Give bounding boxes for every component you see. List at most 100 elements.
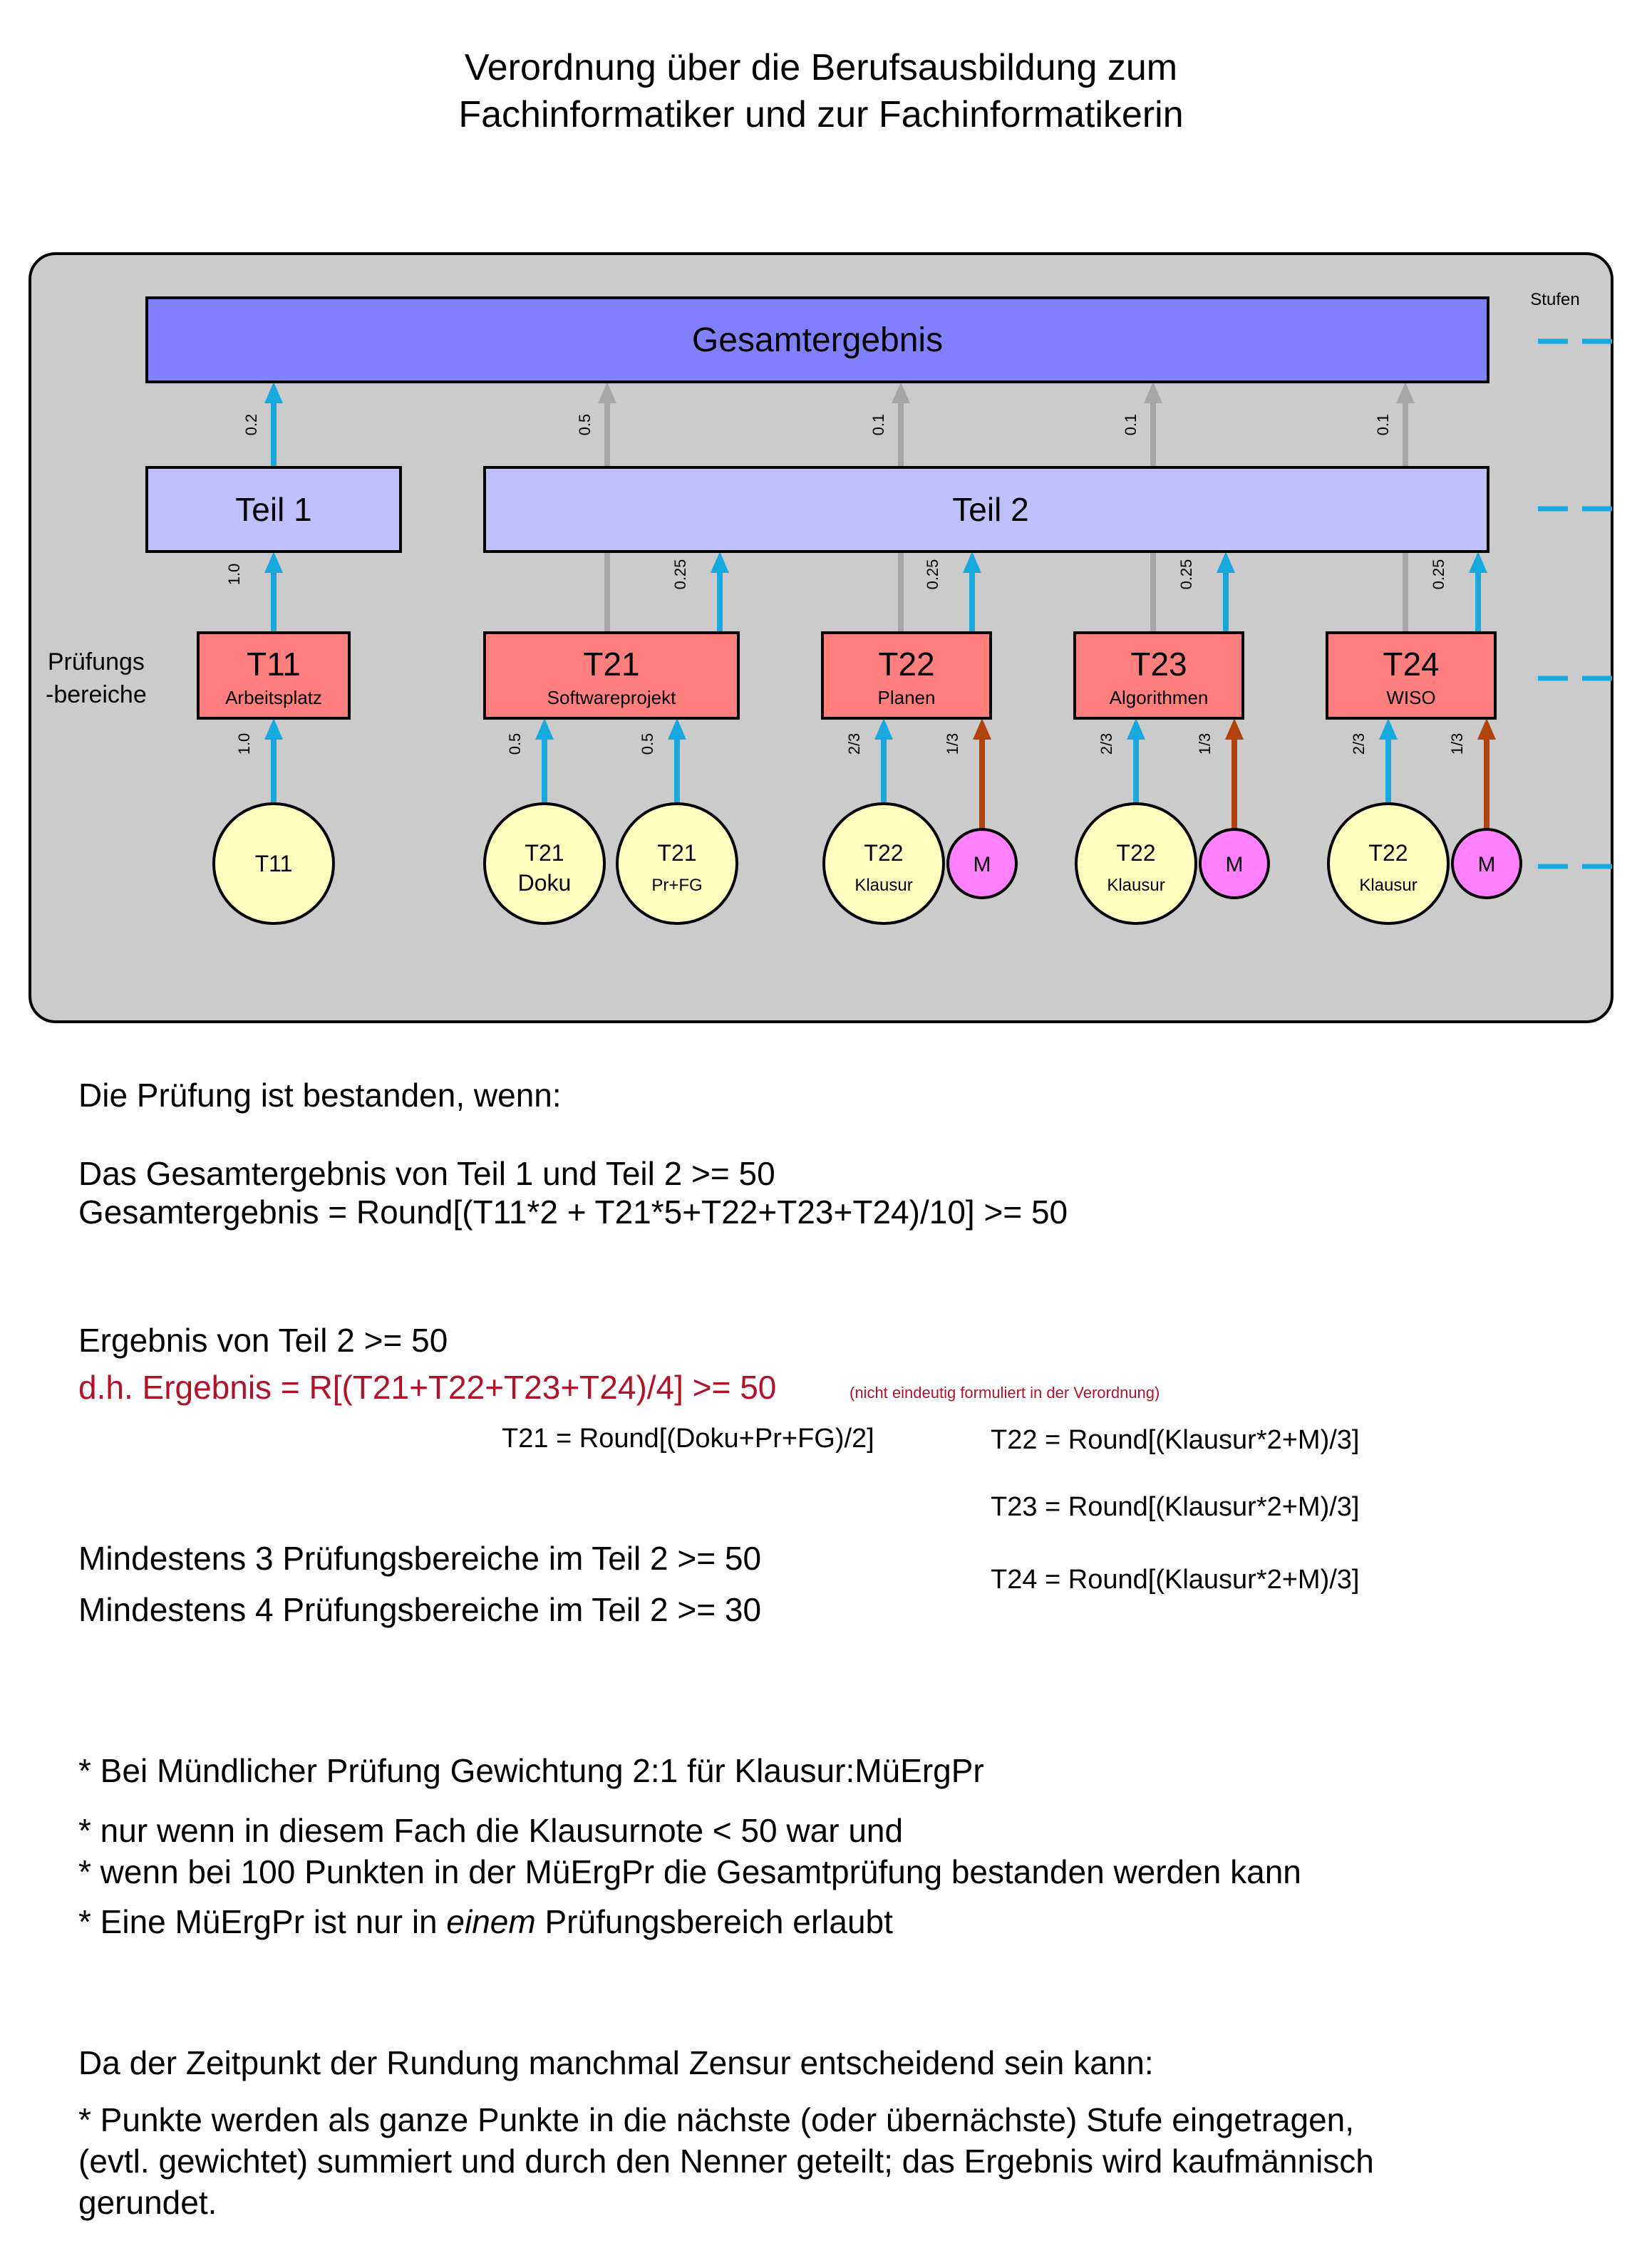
weight-top-label: 0.1	[1122, 414, 1140, 436]
bestanden-heading: Die Prüfung ist bestanden, wenn:	[78, 1077, 562, 1114]
arrow-to-teil	[264, 552, 283, 633]
circle-shape	[1451, 828, 1522, 899]
arrow-to-teil	[1469, 552, 1487, 633]
arrow-to-pruefungsbereich	[668, 718, 686, 804]
pruefungsbereich-code: T21	[583, 646, 639, 683]
pruefungsbereich-box	[821, 631, 992, 720]
circle-sublabel: Doku	[518, 870, 572, 896]
circle-label: T21	[657, 840, 696, 866]
circle-shape	[1075, 802, 1197, 925]
arrow-to-pruefungsbereich	[264, 718, 283, 804]
weight-top-label: 0.1	[1374, 414, 1392, 436]
arrow-to-gesamtergebnis	[598, 382, 616, 467]
circle-sublabel: Klausur	[1359, 876, 1417, 895]
pruefungsbereich-name: Arbeitsplatz	[225, 687, 322, 708]
pruefungsbereiche-label: Prüfungs -bereiche	[46, 646, 147, 711]
muendlich-3: * wenn bei 100 Punkten in der MüErgPr di…	[78, 1853, 1301, 1890]
arrow-to-pruefungsbereich	[535, 718, 554, 804]
pruefungsbereiche-label-line2: -bereiche	[46, 681, 147, 708]
formula-t24: T24 = Round[(Klausur*2+M)/3]	[991, 1565, 1360, 1595]
teil2-formula: d.h. Ergebnis = R[(T21+T22+T23+T24)/4] >…	[78, 1369, 777, 1406]
gesamtergebnis-box	[145, 296, 1489, 383]
weight-mid-label: 0.25	[671, 559, 689, 590]
weight-mid-label: 0.25	[1430, 559, 1447, 590]
pruefungsbereich-box	[1326, 631, 1497, 720]
weight-bottom-label: 1.0	[235, 733, 253, 755]
weight-mid-label: 0.25	[924, 559, 941, 590]
title-line-1: Verordnung über die Berufsausbildung zum	[464, 47, 1178, 88]
muendlich-4-emph: einem	[446, 1903, 536, 1940]
weight-bottom-label: 2/3	[1098, 733, 1115, 755]
weight-mid-label: 1.0	[225, 564, 243, 586]
exam-structure-diagram: Gesamtergebnis Teil 1 Teil 2 T11Arbeitsp…	[145, 290, 1612, 925]
weight-bottom-label: 0.5	[506, 733, 524, 755]
weight-bottom-label: 1/3	[1196, 733, 1214, 755]
arrow-to-pruefungsbereich	[973, 718, 991, 832]
pruefungsbereiche-label-line1: Prüfungs	[47, 648, 145, 675]
circle-label: M	[1226, 853, 1244, 876]
arrow-to-teil	[711, 552, 729, 633]
muendlich-1: * Bei Mündlicher Prüfung Gewichtung 2:1 …	[78, 1752, 984, 1789]
arrow-to-pruefungsbereich	[1477, 718, 1496, 832]
arrow-to-gesamtergebnis	[264, 382, 283, 467]
pruefungsbereich-name: WISO	[1386, 687, 1435, 708]
circle-label: M	[1478, 853, 1496, 876]
stufen-dashes	[1538, 338, 1612, 869]
arrow-to-pruefungsbereich	[1225, 718, 1244, 832]
rundung-line-2: (evtl. gewichtet) summiert und durch den…	[78, 2143, 1374, 2180]
circle-shape	[1199, 828, 1270, 899]
rundung-line-1: * Punkte werden als ganze Punkte in die …	[78, 2101, 1355, 2138]
weight-bottom-label: 1/3	[1448, 733, 1466, 755]
arrow-to-teil	[963, 552, 981, 633]
arrow-to-teil	[1217, 552, 1235, 633]
muendlich-4-c: Prüfungsbereich erlaubt	[535, 1903, 893, 1940]
muendlich-2: * nur wenn in diesem Fach die Klausurnot…	[78, 1812, 904, 1849]
circle-label: T22	[1116, 840, 1155, 866]
circle-shape	[616, 802, 738, 925]
pruefungsbereich-box	[1073, 631, 1244, 720]
pruefungsbereich-box	[483, 631, 740, 720]
arrow-to-pruefungsbereich	[1379, 718, 1398, 804]
weight-top-label: 0.1	[869, 414, 887, 436]
gesamtergebnis-label: Gesamtergebnis	[692, 321, 943, 359]
arrow-to-gesamtergebnis	[1396, 382, 1415, 467]
teil2-label: Teil 2	[952, 491, 1028, 528]
mindestens-4: Mindestens 4 Prüfungsbereiche im Teil 2 …	[78, 1591, 762, 1628]
pruefungsbereich-name: Planen	[878, 687, 936, 708]
circle-shape	[212, 802, 335, 925]
page-title: Verordnung über die Berufsausbildung zum…	[0, 44, 1642, 138]
weight-bottom-label: 1/3	[944, 733, 961, 755]
circle-label: T21	[525, 840, 564, 866]
weight-bottom-label: 0.5	[639, 733, 656, 755]
pruefungsbereich-code: T23	[1130, 646, 1187, 683]
rundung-line-3: gerundet.	[78, 2184, 217, 2221]
circle-label: T11	[255, 851, 293, 876]
input-circle: T11	[212, 802, 335, 925]
teil2-note: (nicht eindeutig formuliert in der Veror…	[850, 1384, 1160, 1402]
circle-sublabel: Klausur	[854, 876, 912, 895]
circle-label: M	[974, 853, 991, 876]
formula-t21: T21 = Round[(Doku+Pr+FG)/2]	[502, 1424, 874, 1454]
muendlich-circle: M	[946, 828, 1018, 899]
formula-t22: T22 = Round[(Klausur*2+M)/3]	[991, 1425, 1360, 1455]
weight-top-label: 0.5	[576, 414, 594, 436]
circle-shape	[1327, 802, 1450, 925]
formula-t23: T23 = Round[(Klausur*2+M)/3]	[991, 1492, 1360, 1522]
pruefungsbereiche-boxes: T11ArbeitsplatzT21SoftwareprojektT22Plan…	[197, 631, 1497, 720]
circle-shape	[822, 802, 945, 925]
arrow-to-gesamtergebnis	[1144, 382, 1162, 467]
pruefungsbereich-name: Softwareprojekt	[547, 687, 676, 708]
pruefungsbereich-code: T11	[247, 646, 301, 683]
teil1-box	[145, 466, 402, 553]
arrow-to-pruefungsbereich	[1127, 718, 1145, 804]
weight-mid-label: 0.25	[1177, 559, 1195, 590]
